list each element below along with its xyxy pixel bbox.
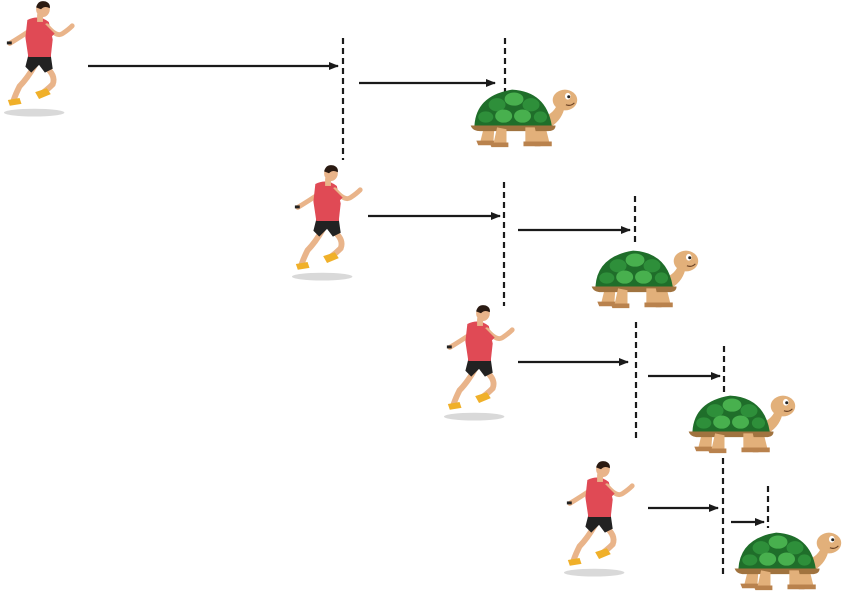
stage-1 xyxy=(4,1,578,160)
tortoise-icon xyxy=(688,395,796,454)
running-man-icon xyxy=(4,1,72,116)
tortoise-icon xyxy=(470,89,578,148)
running-man-icon xyxy=(444,305,512,420)
stage-4 xyxy=(564,458,842,591)
tortoise-icon xyxy=(591,250,699,309)
running-man-icon xyxy=(292,165,360,280)
stage-3 xyxy=(444,305,796,454)
tortoise-icon xyxy=(734,532,842,591)
running-man-icon xyxy=(564,461,632,576)
stage-2 xyxy=(292,165,699,309)
